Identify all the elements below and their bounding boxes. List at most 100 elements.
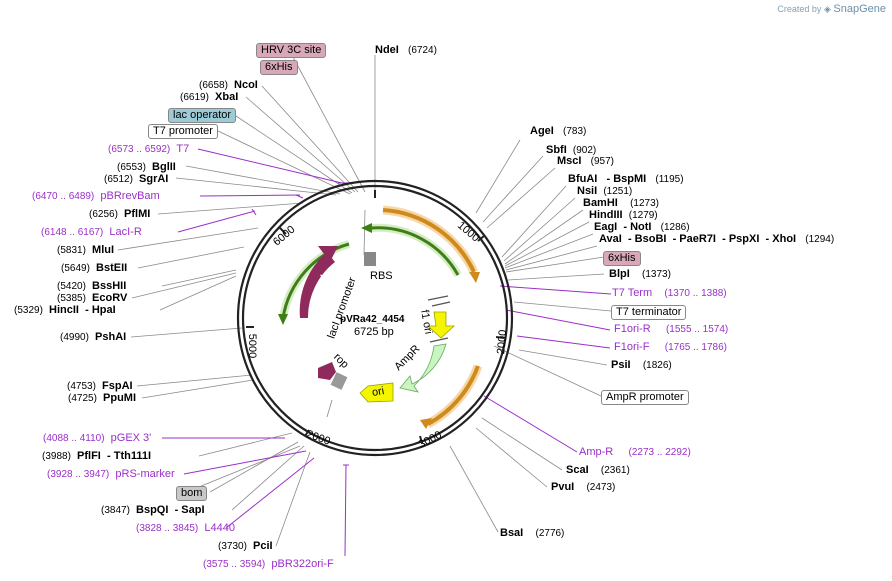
site-agei[interactable]: AgeI (783)	[530, 125, 586, 138]
primer-name: F1ori-R	[614, 323, 651, 335]
inner-arc-1	[370, 226, 460, 276]
site-name: PpuMI	[103, 392, 137, 404]
site-pos: (3988)	[42, 451, 71, 462]
site-name-5: - XhoI	[765, 233, 797, 245]
site-scai[interactable]: ScaI (2361)	[566, 464, 630, 477]
primer-prs-marker[interactable]: (3928 .. 3947) pRS-marker	[47, 468, 175, 481]
site-name: PvuI	[551, 481, 575, 493]
site-pos: (3847)	[101, 505, 130, 516]
site-sgrai[interactable]: (6512) SgrAI	[104, 173, 168, 186]
primer-t7[interactable]: (6573 .. 6592) T7	[108, 143, 189, 156]
primer-pbr322ori-f[interactable]: (3575 .. 3594) pBR322ori-F	[203, 558, 334, 571]
site-eagi[interactable]: EagI - NotI (1286)	[594, 221, 690, 234]
site-fspai[interactable]: (4753) FspAI	[67, 380, 133, 393]
site-psii[interactable]: PsiI (1826)	[611, 359, 672, 372]
site-pos: (902)	[572, 145, 597, 156]
site-pos: (1279)	[628, 210, 658, 221]
site-ncoi[interactable]: (6658) NcoI	[199, 79, 258, 92]
site-pflfi[interactable]: (3988) PflFI - Tth111I	[42, 450, 151, 463]
site-name: SgrAI	[139, 173, 169, 185]
site-bsshii[interactable]: (5420) BssHII	[57, 280, 126, 293]
rbs-box	[364, 252, 376, 266]
primer-name: LacI-R	[109, 226, 142, 238]
site-mlui[interactable]: (5831) MluI	[57, 244, 114, 257]
f1-ori-arrow	[426, 311, 456, 339]
site-name: ScaI	[566, 464, 589, 476]
site-pos: (1273)	[630, 198, 659, 209]
primer-pos: (4088 .. 4110)	[43, 433, 105, 444]
feature-t7-terminator[interactable]: T7 terminator	[611, 305, 687, 320]
site-name: BglII	[152, 161, 176, 173]
primer-lines	[162, 148, 612, 557]
site-pflmi[interactable]: (6256) PflMI	[89, 208, 150, 221]
site-msci[interactable]: MscI (957)	[557, 155, 614, 168]
rop-shape	[318, 362, 336, 380]
site-name: BlpI	[609, 268, 630, 280]
feature-t7-promoter[interactable]: T7 promoter	[148, 124, 218, 139]
site-name: NcoI	[234, 79, 258, 91]
feature-hrv[interactable]: HRV 3C site	[256, 43, 327, 58]
site-hindiii[interactable]: HindIII (1279)	[589, 209, 658, 222]
site-name: SbfI	[546, 144, 567, 156]
site-pos: (4725)	[68, 393, 97, 404]
primer-pbrrevbam[interactable]: (6470 .. 6489) pBRrevBam	[32, 190, 160, 203]
plasmid-name: pVRa42_4454	[340, 314, 405, 325]
site-pos: (2473)	[586, 482, 616, 493]
site-pos: (1286)	[660, 222, 690, 233]
feature-6xhis-right[interactable]: 6xHis	[603, 251, 641, 266]
site-bfuai[interactable]: BfuAI - BspMI (1195)	[568, 173, 684, 186]
primer-name: pRS-marker	[115, 468, 175, 480]
site-nsii[interactable]: NsiI (1251)	[577, 185, 632, 198]
site-pos: (1294)	[805, 234, 835, 245]
backbone-outer	[236, 179, 514, 457]
site-pos: (6658)	[199, 80, 228, 91]
site-pshai[interactable]: (4990) PshAI	[60, 331, 126, 344]
site-ecorv[interactable]: (5385) EcoRV	[57, 292, 127, 305]
site-hincii[interactable]: (5329) HincII - HpaI	[14, 304, 116, 317]
site-bamhi[interactable]: BamHI (1273)	[583, 197, 659, 210]
ori-arrow	[359, 382, 394, 403]
site-blpi[interactable]: BlpI (1373)	[609, 268, 671, 281]
site-name: BssHII	[92, 280, 127, 292]
site-name-2: - SapI	[174, 504, 205, 516]
site-ppumi[interactable]: (4725) PpuMI	[68, 392, 136, 405]
feature-lac-operator[interactable]: lac operator	[168, 108, 237, 123]
primer-t7term[interactable]: T7 Term (1370 .. 1388)	[612, 287, 727, 300]
site-name: MluI	[92, 244, 115, 256]
site-pos: (5385)	[57, 293, 86, 304]
primer-pgex3[interactable]: (4088 .. 4110) pGEX 3'	[43, 432, 151, 445]
feature-bom[interactable]: bom	[176, 486, 208, 501]
laci-body	[299, 252, 335, 318]
site-ndei[interactable]: NdeI (6724)	[375, 44, 437, 57]
site-name: PflFI	[77, 450, 101, 462]
site-bglii[interactable]: (6553) BglII	[117, 161, 176, 174]
site-pcii[interactable]: (3730) PciI	[218, 540, 273, 553]
primer-pos: (6573 .. 6592)	[108, 144, 171, 155]
site-bsai[interactable]: BsaI (2776)	[500, 527, 564, 540]
site-sbfi[interactable]: SbfI (902)	[546, 144, 596, 157]
site-bspqi[interactable]: (3847) BspQI - SapI	[101, 504, 205, 517]
site-name-2: - NotI	[623, 221, 652, 233]
site-xbai[interactable]: (6619) XbaI	[180, 91, 238, 104]
site-name: MscI	[557, 155, 582, 167]
site-name-3: - PaeR7I	[672, 233, 716, 245]
site-name: HindIII	[589, 209, 623, 221]
f1ori-markers	[427, 295, 451, 343]
primer-laci-r[interactable]: (6148 .. 6167) LacI-R	[41, 226, 142, 239]
brand-prefix: Created by	[777, 4, 822, 14]
inner-arc-2	[281, 242, 350, 319]
backbone-inner	[241, 184, 509, 452]
site-pos: (1251)	[603, 186, 633, 197]
site-bsteii[interactable]: (5649) BstEII	[61, 262, 127, 275]
primer-f1ori-r[interactable]: F1ori-R (1555 .. 1574)	[614, 323, 728, 336]
feature-ampr-promoter[interactable]: AmpR promoter	[601, 390, 689, 405]
site-name: BstEII	[96, 262, 128, 274]
site-pvui[interactable]: PvuI (2473)	[551, 481, 615, 494]
site-pos: (1826)	[642, 360, 672, 371]
site-name: BsaI	[500, 527, 524, 539]
primer-l4440[interactable]: (3828 .. 3845) L4440	[136, 522, 235, 535]
feature-6xhis-top[interactable]: 6xHis	[260, 60, 298, 75]
site-avai[interactable]: AvaI - BsoBI - PaeR7I - PspXI - XhoI (12…	[599, 233, 834, 246]
primer-amp-r[interactable]: Amp-R (2273 .. 2292)	[579, 446, 691, 459]
primer-f1ori-f[interactable]: F1ori-F (1765 .. 1786)	[614, 341, 727, 354]
